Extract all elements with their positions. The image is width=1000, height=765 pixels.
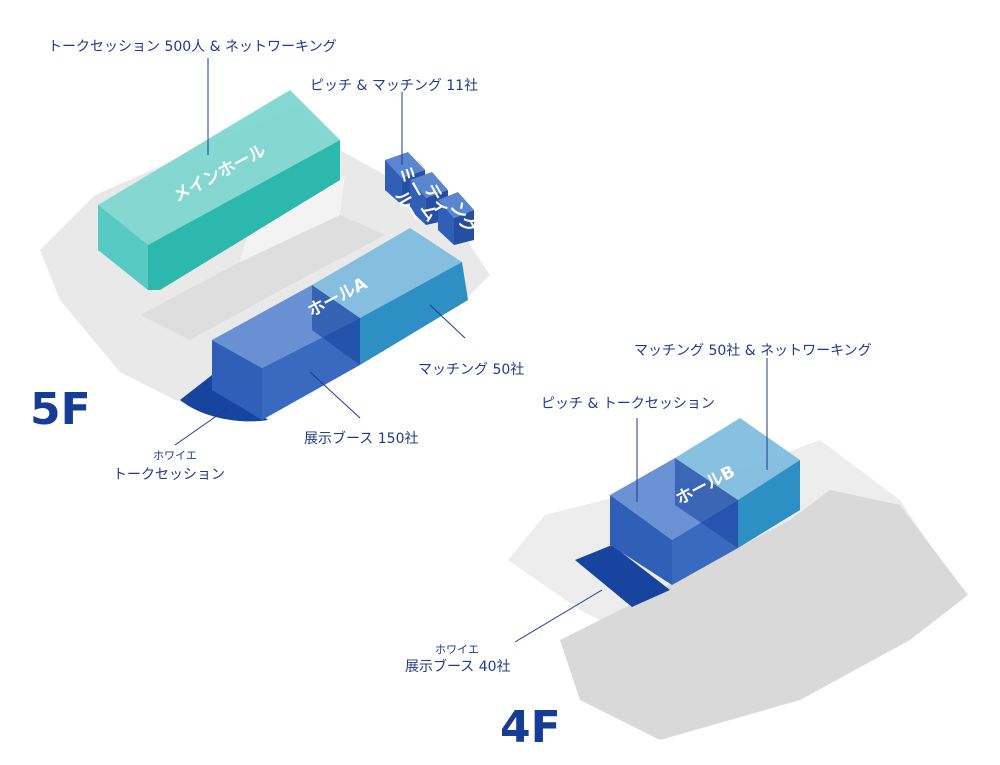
callout-foyer-5f-desc: トークセッション — [113, 467, 225, 483]
floor-label-4f: 4F — [500, 702, 561, 753]
main-hall-block[interactable]: メインホール — [98, 90, 340, 290]
callout-pitch-4f: ピッチ & トークセッション — [541, 396, 715, 412]
callout-booths-5f: 展示ブース 150社 — [304, 430, 418, 447]
hall-a-block[interactable]: ホールA — [212, 228, 468, 420]
floor-5f: メインホール ミー ルー ティ ム ング — [30, 39, 524, 483]
floor-4f-plate — [560, 490, 968, 740]
callout-foyer-5f-title: ホワイエ — [153, 449, 197, 462]
callout-foyer-4f-desc: 展示ブース 40社 — [405, 658, 511, 675]
floor-label-5f: 5F — [30, 384, 91, 435]
floor-5f-walkway — [240, 175, 345, 262]
foyer-4f — [575, 545, 670, 607]
callout-main-hall: トークセッション 500人 & ネットワーキング — [48, 39, 337, 55]
hall-b-block[interactable]: ホールB — [610, 418, 800, 585]
floor-5f-corridor — [140, 215, 385, 340]
floor-4f: ホールB マッチング 50社 & ネットワーキング ピッチ & トークセッション… — [405, 343, 968, 753]
callout-meeting-rooms: ピッチ & マッチング 11社 — [310, 78, 478, 94]
callout-foyer-4f-title: ホワイエ — [435, 643, 479, 656]
callout-matching-4f: マッチング 50社 & ネットワーキング — [634, 343, 872, 359]
callout-matching-5f: マッチング 50社 — [418, 362, 524, 378]
